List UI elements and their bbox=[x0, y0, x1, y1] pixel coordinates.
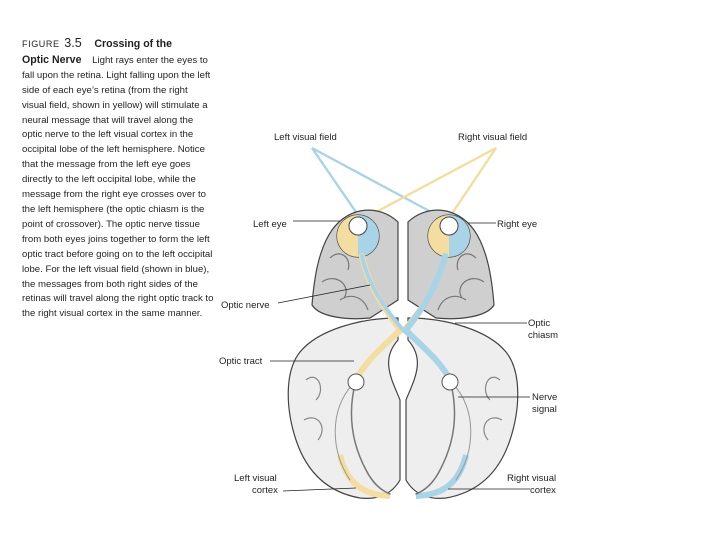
label-left-eye: Left eye bbox=[253, 219, 287, 230]
label-left-visual-field: Left visual field bbox=[274, 132, 337, 143]
label-right-visual-cortex-line1: Right visual bbox=[507, 473, 556, 484]
right-lateral-geniculate bbox=[442, 374, 458, 390]
right-eye bbox=[428, 215, 470, 257]
visual-field-rays bbox=[312, 148, 496, 220]
label-optic-chiasm-line1: Optic bbox=[528, 318, 550, 329]
hemispheres bbox=[288, 318, 518, 498]
label-left-visual-cortex-line2: cortex bbox=[252, 485, 278, 496]
label-right-eye: Right eye bbox=[497, 219, 537, 230]
left-eye bbox=[337, 215, 379, 257]
left-lateral-geniculate bbox=[348, 374, 364, 390]
label-left-visual-cortex-line1: Left visual bbox=[234, 473, 277, 484]
label-nerve-signal-line2: signal bbox=[532, 404, 557, 415]
label-optic-tract: Optic tract bbox=[219, 356, 263, 367]
label-right-visual-field: Right visual field bbox=[458, 132, 527, 143]
label-right-visual-cortex-line2: cortex bbox=[530, 485, 556, 496]
label-optic-nerve: Optic nerve bbox=[221, 300, 270, 311]
right-field-ray-to-right-eye bbox=[451, 148, 496, 215]
left-field-ray-to-left-eye bbox=[312, 148, 358, 215]
label-nerve-signal-line1: Nerve bbox=[532, 392, 557, 403]
label-optic-chiasm-line2: chiasm bbox=[528, 330, 558, 341]
